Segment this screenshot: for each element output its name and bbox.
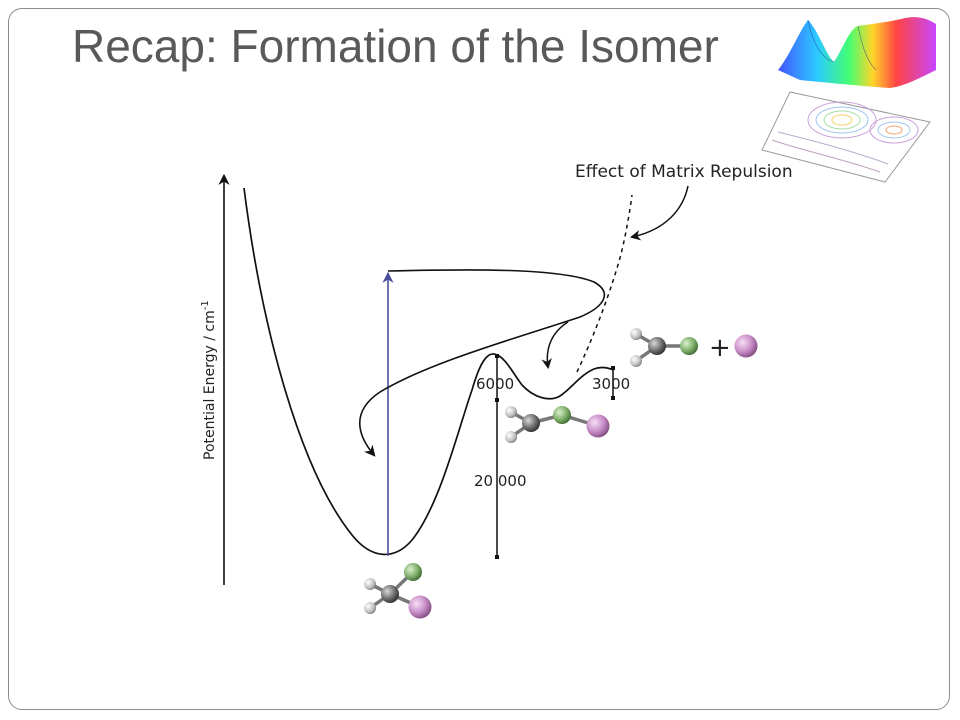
matrix-repulsion-label: Effect of Matrix Repulsion (575, 162, 793, 182)
carbon-atom (648, 337, 666, 355)
isomer-molecule (364, 563, 432, 619)
surface-mesh (778, 17, 936, 88)
purple-atom (408, 595, 432, 619)
barrier-energy-label: 6000 (476, 375, 514, 393)
barrier-scale-bar (495, 354, 499, 559)
trajectory-branch-arrow (541, 321, 569, 370)
carbon-atom (522, 414, 540, 432)
green-atom (680, 337, 698, 355)
products-molecule (630, 328, 698, 367)
hydrogen-atom (630, 355, 642, 367)
slide-title: Recap: Formation of the Isomer (72, 20, 719, 72)
hydrogen-atom (505, 406, 517, 418)
purple-atom (586, 414, 610, 438)
potential-curve (243, 187, 615, 556)
transition-state-molecule (505, 406, 610, 443)
green-atom (404, 563, 422, 581)
hydrogen-atom (630, 328, 642, 340)
plus-sign: + (709, 333, 731, 363)
matrix-repulsion-curve (576, 194, 633, 373)
dissociation-energy-label: 3000 (592, 375, 630, 393)
hydrogen-atom (505, 431, 517, 443)
trajectory-loop (358, 269, 605, 457)
dissociation-scale-bar (611, 366, 615, 400)
green-atom (553, 406, 571, 424)
contour-plane (761, 91, 931, 183)
matrix-pointer-arrow (629, 185, 689, 241)
surface-plot-thumbnail (761, 17, 936, 183)
hydrogen-atom (364, 602, 376, 614)
hydrogen-atom (364, 578, 376, 590)
y-axis-label: Potential Energy / cm-1 (200, 300, 218, 460)
purple-atom (734, 334, 758, 358)
carbon-atom (381, 585, 399, 603)
well-depth-energy-label: 20 000 (474, 472, 527, 490)
